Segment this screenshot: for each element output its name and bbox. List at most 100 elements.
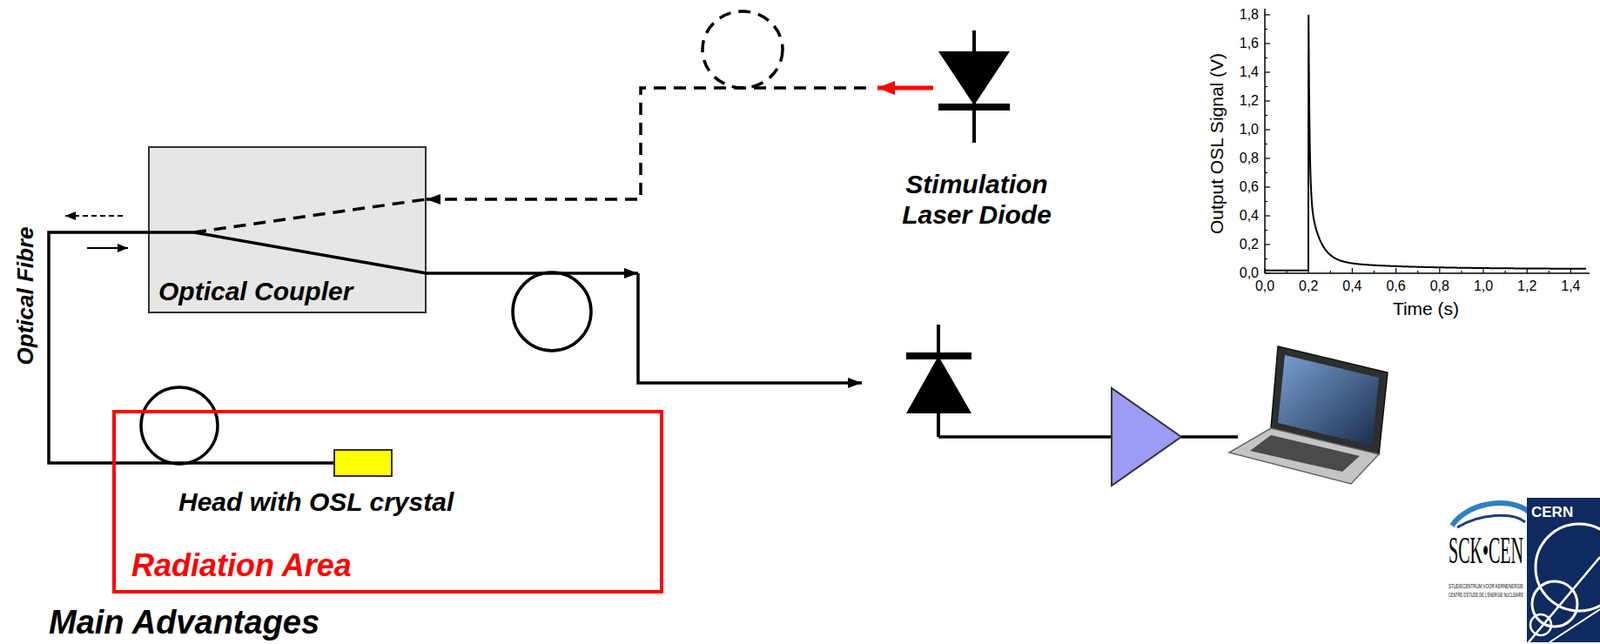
- axis-title-holder: Output OSL Signal (V): [1207, 53, 1227, 235]
- y-tick-label: 1,2: [1239, 94, 1259, 109]
- laser-beam-arrow: [877, 86, 934, 91]
- y-tick-label-holder: 1,8: [1239, 6, 1259, 23]
- cern-logo-line: [1549, 609, 1600, 643]
- x-tick-label-holder: 1,4: [1560, 278, 1580, 295]
- y-tick-label-holder: 0,2: [1239, 236, 1259, 253]
- x-tick: [1417, 270, 1419, 274]
- logo-text: SCK•CEN: [1448, 531, 1524, 572]
- section-heading: Main Advantages: [48, 605, 320, 641]
- x-tick-label-holder: 0,2: [1298, 278, 1318, 295]
- y-tick: [1264, 100, 1271, 101]
- x-tick: [1395, 268, 1397, 274]
- x-tick: [1351, 268, 1353, 274]
- y-axis: [1263, 8, 1266, 274]
- logo-subtext-holder: CENTRE D'ÉTUDE DE L'ÉNERGIE NUCLÉAIRE: [1409, 584, 1562, 601]
- y-tick: [1264, 42, 1271, 44]
- y-tick: [1264, 258, 1268, 260]
- x-tick-label: 1,2: [1517, 279, 1537, 295]
- laser-diode-bar: [938, 103, 1010, 111]
- y-tick-label-holder: 1,6: [1239, 35, 1259, 52]
- logo-text-holder: SCK•CEN: [1404, 531, 1569, 572]
- logo-text-holder: CERN: [1531, 504, 1574, 521]
- logo-text: CERN: [1531, 504, 1574, 521]
- y-tick-label: 0,2: [1239, 237, 1259, 253]
- y-tick: [1264, 13, 1271, 15]
- y-tick-label-holder: 0,4: [1239, 208, 1259, 224]
- y-tick: [1264, 201, 1268, 202]
- optical-fibre: [426, 87, 867, 200]
- logo-swoosh: [1457, 515, 1526, 528]
- x-tick-label-holder: 0,6: [1385, 278, 1406, 295]
- y-tick-label-holder: 1,0: [1239, 121, 1259, 138]
- y-tick-label-holder: 0,8: [1239, 150, 1259, 167]
- x-tick-label: 0,8: [1430, 279, 1450, 295]
- y-tick: [1264, 86, 1268, 88]
- y-tick: [1264, 57, 1268, 59]
- y-tick: [1264, 172, 1268, 174]
- x-tick: [1460, 270, 1462, 274]
- laptop-keyboard: [1250, 435, 1360, 472]
- y-tick-label: 0,6: [1239, 180, 1259, 195]
- axis-title: Time (s): [1392, 299, 1459, 319]
- axis-ticks: [1264, 14, 1571, 274]
- coupler-branch: [147, 232, 427, 274]
- y-tick-label: 0,4: [1239, 208, 1259, 224]
- amplifier-symbol: [1111, 388, 1182, 486]
- logo-subtext-holder: STUDIECENTRUM VOOR KERNENERGIE: [1418, 576, 1554, 592]
- y-tick: [1264, 272, 1271, 274]
- y-tick-label: 1,0: [1239, 122, 1259, 138]
- y-tick: [1264, 157, 1271, 159]
- signal-wire: [1181, 435, 1238, 439]
- osl-crystal-head: Head with OSL crystal: [333, 449, 393, 478]
- y-tick: [1264, 143, 1268, 145]
- y-tick: [1264, 229, 1268, 231]
- signal-wire: [938, 435, 1112, 439]
- y-tick: [1264, 71, 1271, 73]
- x-tick-label-holder: 1,2: [1517, 278, 1537, 295]
- y-tick: [1264, 215, 1271, 216]
- x-tick: [1438, 268, 1440, 274]
- y-tick: [1264, 28, 1268, 30]
- axis-title-holder: Time (s): [1392, 299, 1459, 319]
- x-tick-label: 0,0: [1255, 279, 1275, 295]
- photodiode-bar: [906, 352, 972, 360]
- x-tick: [1504, 270, 1506, 274]
- node-label: Stimulation Laser Diode: [876, 169, 1077, 230]
- y-tick-label: 1,4: [1239, 65, 1259, 81]
- direction-arrow: [65, 215, 123, 217]
- x-tick-label: 0,6: [1385, 279, 1406, 295]
- cern-logo-ground: [1526, 497, 1600, 643]
- signal-fibre: [426, 271, 639, 276]
- y-tick-label: 0,8: [1239, 151, 1259, 167]
- signal-fibre: [638, 273, 862, 384]
- y-tick-label-holder: 1,2: [1239, 93, 1259, 109]
- node-label: Optical Coupler: [158, 276, 353, 308]
- fibre-loop: [702, 11, 783, 88]
- laptop-base: [1229, 428, 1379, 485]
- x-tick: [1330, 270, 1332, 274]
- x-tick-label: 1,0: [1473, 279, 1493, 295]
- photodiode-symbol: [906, 356, 972, 414]
- x-tick-label-holder: 0,4: [1342, 278, 1362, 295]
- x-tick-label: 1,4: [1560, 279, 1580, 295]
- osl-signal-curve: [1264, 14, 1587, 271]
- y-tick-label-holder: 1,4: [1239, 64, 1259, 81]
- x-tick-label-holder: 1,0: [1473, 278, 1493, 295]
- laser-diode: Stimulation Laser Diode: [866, 26, 1088, 236]
- direction-arrow: [87, 247, 128, 249]
- y-tick-label-holder: 0,6: [1239, 179, 1259, 195]
- x-axis: [1264, 272, 1590, 275]
- fibre-loop: [141, 387, 218, 464]
- logo-subtext: STUDIECENTRUM VOOR KERNENERGIE: [1448, 583, 1524, 591]
- fibre-loop: [512, 272, 592, 351]
- x-tick-label: 0,2: [1298, 279, 1318, 295]
- laser-diode-symbol: [938, 51, 1010, 106]
- x-tick: [1548, 270, 1550, 274]
- y-tick: [1264, 114, 1268, 116]
- y-tick-label: 1,8: [1239, 7, 1259, 23]
- coupler-branch: [194, 199, 427, 233]
- node-label: Radiation Area: [131, 547, 352, 584]
- fibre-label: Optical Fibre: [13, 227, 38, 366]
